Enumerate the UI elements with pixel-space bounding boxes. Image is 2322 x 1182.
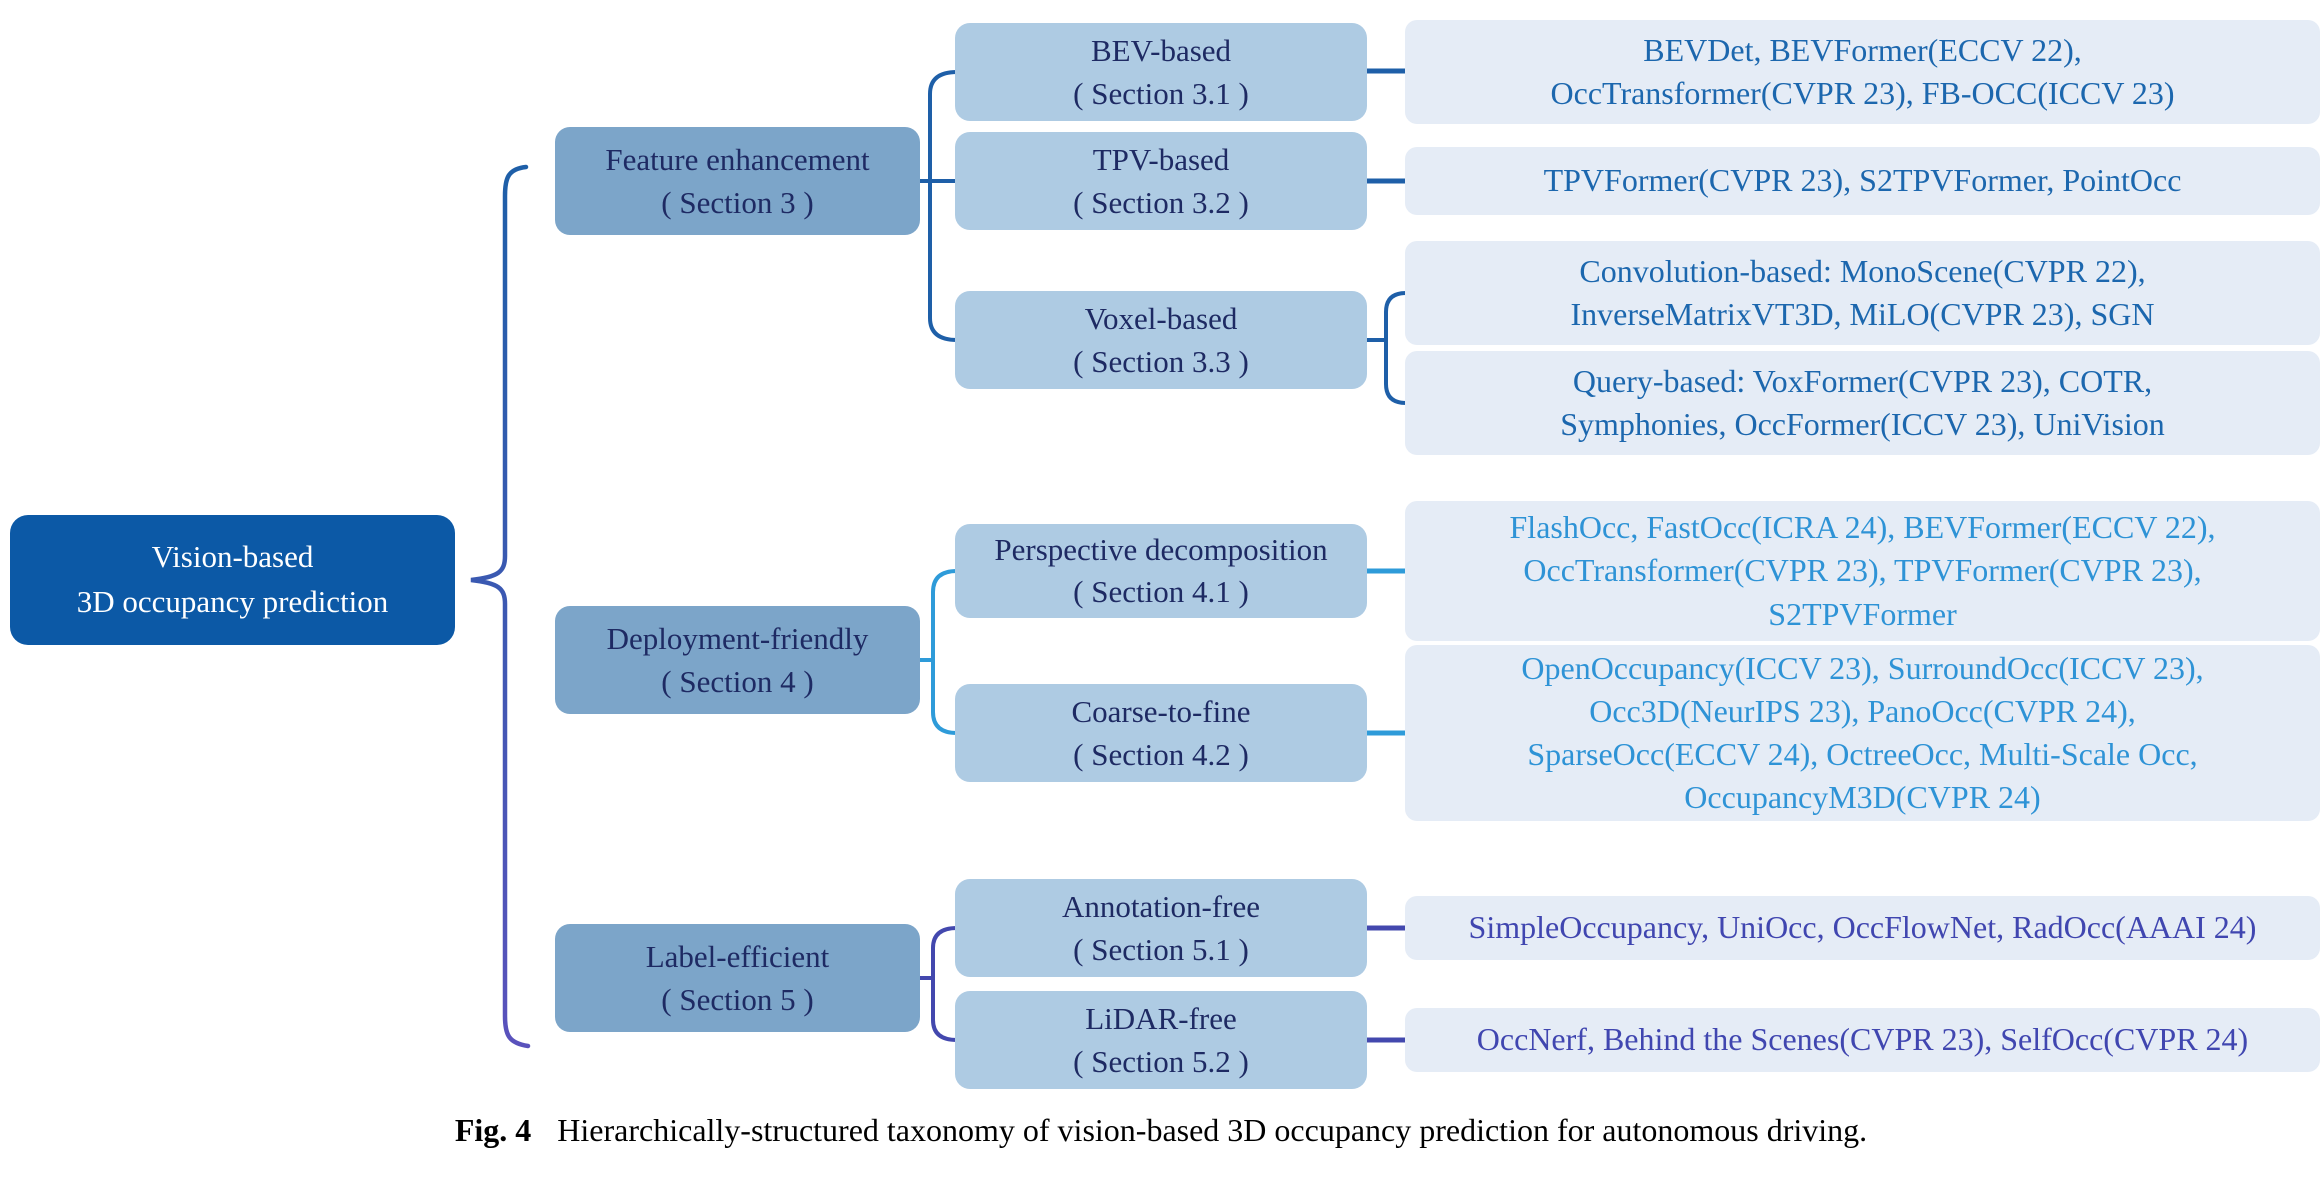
leaf-annotation-free-methods: SimpleOccupancy, UniOcc, OccFlowNet, Rad… <box>1405 896 2320 960</box>
leaf-line: OpenOccupancy(ICCV 23), SurroundOcc(ICCV… <box>1521 649 2204 686</box>
subnode-coarse-to-fine: Coarse-to-fine ( Section 4.2 ) <box>955 684 1367 782</box>
leaf-query-methods: Query-based: VoxFormer(CVPR 23), COTR, S… <box>1405 351 2320 455</box>
root-label-line2: 3D occupancy prediction <box>76 584 389 619</box>
subnode-label: BEV-based <box>1090 32 1232 68</box>
leaf-line: Symphonies, OccFormer(ICCV 23), UniVisio… <box>1560 406 2165 442</box>
subnode-section: ( Section 3.2 ) <box>1073 185 1249 220</box>
leaf-line: OccTransformer(CVPR 23), TPVFormer(CVPR … <box>1523 552 2202 589</box>
label-branch-bracket <box>931 926 959 1042</box>
subnode-section: ( Section 3.3 ) <box>1073 344 1249 379</box>
branch-label: Deployment-friendly <box>606 620 869 656</box>
leaf-line: SimpleOccupancy, UniOcc, OccFlowNet, Rad… <box>1468 909 2257 946</box>
root-label-line1: Vision-based <box>151 539 314 575</box>
branch-section: ( Section 5 ) <box>661 982 814 1017</box>
subnode-label: Perspective decomposition <box>994 532 1328 568</box>
subnode-perspective-decomposition: Perspective decomposition ( Section 4.1 … <box>955 524 1367 618</box>
leaf-line: BEVDet, BEVFormer(ECCV 22), <box>1643 31 2082 68</box>
leaf-line: TPVFormer(CVPR 23), S2TPVFormer, PointOc… <box>1543 162 2182 199</box>
figure-caption: Fig. 4 Hierarchically-structured taxonomy… <box>0 1112 2322 1149</box>
root-node: Vision-based 3D occupancy prediction <box>10 515 455 645</box>
subnode-label: Annotation-free <box>1062 888 1260 924</box>
leaf-line: SparseOcc(ECCV 24), OctreeOcc, Multi-Sca… <box>1527 736 2198 772</box>
leaf-line: S2TPVFormer <box>1768 595 1957 632</box>
leaf-line: Convolution-based: MonoScene(CVPR 22), <box>1579 252 2146 289</box>
leaf-coarse-to-fine-methods: OpenOccupancy(ICCV 23), SurroundOcc(ICCV… <box>1405 645 2320 821</box>
branch-deployment-friendly: Deployment-friendly ( Section 4 ) <box>555 606 920 714</box>
root-curly-brace <box>470 164 531 1049</box>
leaf-line: OccupancyM3D(CVPR 24) <box>1684 779 2041 816</box>
leaf-convolution-methods: Convolution-based: MonoScene(CVPR 22), I… <box>1405 241 2320 345</box>
branch-section: ( Section 3 ) <box>661 185 814 220</box>
leaf-bev-methods: BEVDet, BEVFormer(ECCV 22), OccTransform… <box>1405 20 2320 124</box>
figure-caption-label: Fig. 4 <box>454 1112 532 1148</box>
subnode-annotation-free: Annotation-free ( Section 5.1 ) <box>955 879 1367 977</box>
leaf-line: OccNerf, Behind the Scenes(CVPR 23), Sel… <box>1476 1021 2249 1058</box>
voxel-fork-bracket <box>1384 291 1408 405</box>
leaf-line: FlashOcc, FastOcc(ICRA 24), BEVFormer(EC… <box>1509 509 2216 546</box>
leaf-line: InverseMatrixVT3D, MiLO(CVPR 23), SGN <box>1570 296 2155 332</box>
leaf-line: Query-based: VoxFormer(CVPR 23), COTR, <box>1572 362 2153 399</box>
leaf-lidar-free-methods: OccNerf, Behind the Scenes(CVPR 23), Sel… <box>1405 1008 2320 1072</box>
leaf-line: OccTransformer(CVPR 23), FB-OCC(ICCV 23) <box>1550 75 2175 111</box>
subnode-lidar-free: LiDAR-free ( Section 5.2 ) <box>955 991 1367 1089</box>
branch-label: Label-efficient <box>645 938 830 974</box>
subnode-tpv-based: TPV-based ( Section 3.2 ) <box>955 132 1367 230</box>
subnode-section: ( Section 5.1 ) <box>1073 932 1249 967</box>
subnode-label: Coarse-to-fine <box>1071 693 1251 729</box>
figure-caption-text: Hierarchically-structured taxonomy of vi… <box>557 1112 1868 1148</box>
branch-section: ( Section 4 ) <box>661 664 814 699</box>
branch-label: Feature enhancement <box>605 141 870 177</box>
subnode-bev-based: BEV-based ( Section 3.1 ) <box>955 23 1367 121</box>
subnode-voxel-based: Voxel-based ( Section 3.3 ) <box>955 291 1367 389</box>
branch-feature-enhancement: Feature enhancement ( Section 3 ) <box>555 127 920 235</box>
subnode-section: ( Section 4.2 ) <box>1073 737 1249 772</box>
leaf-perspective-methods: FlashOcc, FastOcc(ICRA 24), BEVFormer(EC… <box>1405 501 2320 641</box>
subnode-section: ( Section 3.1 ) <box>1073 76 1249 111</box>
leaf-tpv-methods: TPVFormer(CVPR 23), S2TPVFormer, PointOc… <box>1405 147 2320 215</box>
subnode-label: LiDAR-free <box>1085 1000 1237 1036</box>
deploy-branch-bracket <box>931 569 959 735</box>
subnode-section: ( Section 4.1 ) <box>1073 574 1249 609</box>
subnode-label: TPV-based <box>1092 141 1230 177</box>
subnode-section: ( Section 5.2 ) <box>1073 1044 1249 1079</box>
feature-branch-bracket <box>928 70 959 342</box>
subnode-label: Voxel-based <box>1084 300 1238 336</box>
branch-label-efficient: Label-efficient ( Section 5 ) <box>555 924 920 1032</box>
leaf-line: Occ3D(NeurIPS 23), PanoOcc(CVPR 24), <box>1589 692 2136 729</box>
